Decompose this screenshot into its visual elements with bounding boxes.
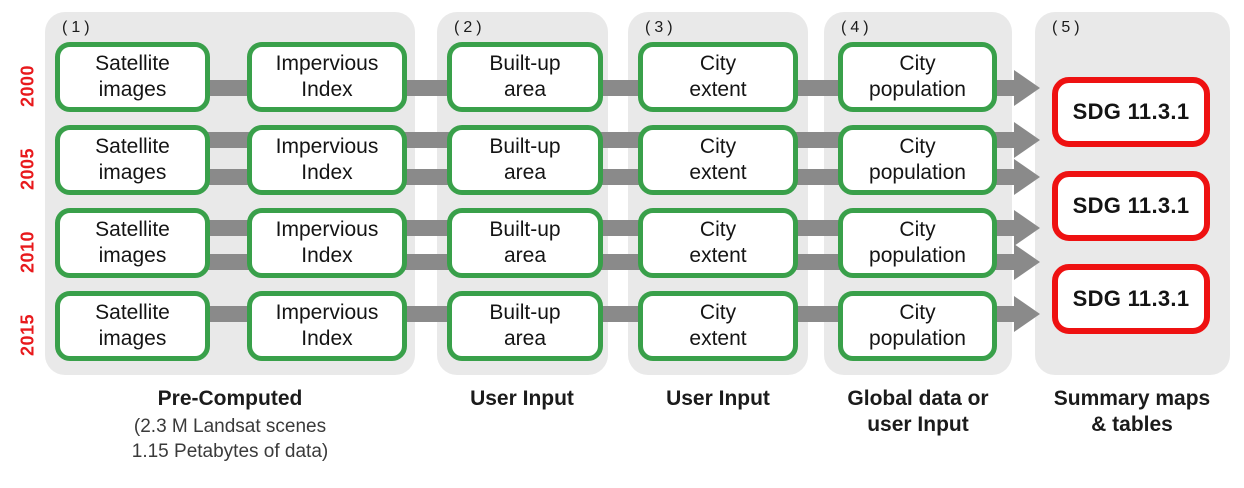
caption-title: Summary maps & tables [1053, 387, 1211, 436]
box-label: City extent [689, 300, 747, 350]
box-builtup-area: Built-up area [447, 42, 603, 112]
year-label-2000: 2000 [17, 64, 38, 108]
box-label: Satellite images [95, 300, 170, 350]
box-label: City population [869, 134, 966, 184]
box-label: Satellite images [95, 217, 170, 267]
panel-number: (1) [62, 19, 94, 36]
box-label: Impervious Index [275, 134, 379, 184]
box-city-extent: City extent [638, 125, 798, 195]
caption-summary-maps: Summary maps & tables [942, 386, 1244, 438]
box-city-population: City population [838, 42, 997, 112]
panel-number: (4) [841, 19, 873, 36]
sdg-label: SDG 11.3.1 [1072, 286, 1190, 311]
caption-user-input-1: User Input [332, 386, 712, 412]
caption-title: User Input [470, 387, 574, 410]
box-satellite-images: Satellite images [55, 42, 210, 112]
caption-title: Pre-Computed [157, 387, 303, 410]
box-impervious-index: Impervious Index [247, 208, 407, 278]
panel-number: (5) [1052, 19, 1084, 36]
box-city-extent: City extent [638, 208, 798, 278]
box-impervious-index: Impervious Index [247, 291, 407, 361]
caption-pre-computed: Pre-Computed (2.3 M Landsat scenes 1.15 … [40, 386, 420, 464]
box-label: Impervious Index [275, 51, 379, 101]
box-city-population: City population [838, 291, 997, 361]
caption-title: User Input [666, 387, 770, 410]
caption-subtitle: (2.3 M Landsat scenes 1.15 Petabytes of … [131, 416, 329, 462]
panel-number: (2) [454, 19, 486, 36]
box-label: Built-up area [489, 134, 561, 184]
box-builtup-area: Built-up area [447, 291, 603, 361]
box-label: Satellite images [95, 51, 170, 101]
box-label: Built-up area [489, 300, 561, 350]
box-label: City extent [689, 51, 747, 101]
box-label: City extent [689, 217, 747, 267]
box-label: City population [869, 51, 966, 101]
year-label-2005: 2005 [17, 147, 38, 191]
sdg-label: SDG 11.3.1 [1072, 99, 1190, 124]
box-label: Built-up area [489, 217, 561, 267]
panel-number: (3) [645, 19, 677, 36]
box-builtup-area: Built-up area [447, 208, 603, 278]
box-satellite-images: Satellite images [55, 291, 210, 361]
caption-user-input-2: User Input [528, 386, 908, 412]
box-sdg-11-3-1: SDG 11.3.1 [1052, 171, 1210, 241]
box-builtup-area: Built-up area [447, 125, 603, 195]
box-label: Impervious Index [275, 217, 379, 267]
box-city-population: City population [838, 208, 997, 278]
box-satellite-images: Satellite images [55, 208, 210, 278]
box-label: City extent [689, 134, 747, 184]
arrowhead-icon [1014, 122, 1040, 158]
arrowhead-icon [1014, 70, 1040, 106]
box-impervious-index: Impervious Index [247, 42, 407, 112]
year-label-2015: 2015 [17, 313, 38, 357]
arrowhead-icon [1014, 159, 1040, 195]
box-sdg-11-3-1: SDG 11.3.1 [1052, 264, 1210, 334]
caption-title: Global data or user Input [847, 387, 989, 436]
box-sdg-11-3-1: SDG 11.3.1 [1052, 77, 1210, 147]
arrowhead-icon [1014, 210, 1040, 246]
arrowhead-icon [1014, 244, 1040, 280]
arrowhead-icon [1014, 296, 1040, 332]
box-label: Satellite images [95, 134, 170, 184]
box-impervious-index: Impervious Index [247, 125, 407, 195]
sdg-label: SDG 11.3.1 [1072, 193, 1190, 218]
box-label: City population [869, 217, 966, 267]
box-label: City population [869, 300, 966, 350]
box-label: Built-up area [489, 51, 561, 101]
box-satellite-images: Satellite images [55, 125, 210, 195]
box-city-population: City population [838, 125, 997, 195]
box-city-extent: City extent [638, 42, 798, 112]
box-city-extent: City extent [638, 291, 798, 361]
box-label: Impervious Index [275, 300, 379, 350]
year-label-2010: 2010 [17, 230, 38, 274]
caption-global-data: Global data or user Input [728, 386, 1108, 438]
